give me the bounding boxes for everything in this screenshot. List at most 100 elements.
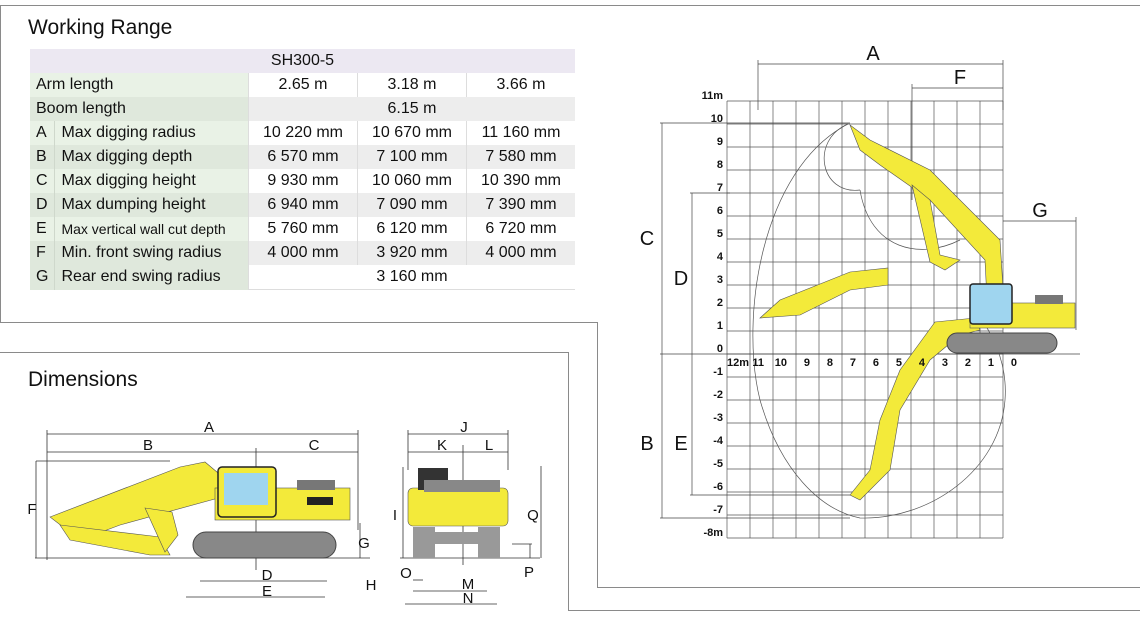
model-name: SH300-5: [30, 49, 575, 73]
cell: 3 160 mm: [248, 265, 575, 290]
range-label-C: C: [640, 228, 654, 250]
x-tick-label: 10: [775, 357, 787, 369]
row-label: Max dumping height: [54, 193, 249, 217]
x-tick-label: 12m: [727, 357, 749, 369]
rear-cab: [418, 468, 448, 490]
row-letter: G: [30, 265, 56, 290]
rear-undercarriage: [432, 532, 480, 544]
dim-label-D: D: [262, 567, 273, 584]
bucket: [144, 507, 179, 553]
arm-mid: [911, 184, 961, 271]
dim-label-K: K: [437, 437, 447, 454]
x-tick-label: 9: [804, 357, 810, 369]
range-label-A: A: [866, 43, 880, 65]
cell: 11 160 mm: [466, 121, 575, 145]
rear-counterweight: [407, 487, 509, 527]
x-tick-label: 7: [850, 357, 856, 369]
rear-engine: [424, 480, 500, 492]
machine-engine: [1035, 295, 1063, 304]
dimensions-title: Dimensions: [28, 368, 138, 391]
dim-label-I: I: [393, 507, 397, 524]
dim-label-O: O: [400, 565, 412, 582]
x-tick-label: 8: [827, 357, 833, 369]
frame-line: [568, 352, 569, 610]
cell: 6 120 mm: [357, 217, 467, 241]
frame-line: [0, 322, 598, 323]
row-label: Min. front swing radius: [54, 241, 249, 265]
row-letter: F: [30, 241, 56, 265]
cell: 10 390 mm: [466, 169, 575, 193]
y-tick-label: 0: [717, 343, 723, 355]
cell: 2.65 m: [248, 73, 358, 97]
frame-line: [568, 610, 1140, 611]
cell: 4 000 mm: [248, 241, 358, 265]
frame-line: [0, 5, 1, 322]
row-label: Arm length: [30, 73, 249, 97]
y-tick-label: 9: [717, 136, 723, 148]
dim-label-P: P: [524, 564, 534, 581]
x-tick-label: 4: [919, 357, 926, 369]
dim-label-N: N: [463, 590, 474, 607]
dim-label-H: H: [366, 577, 377, 594]
y-tick-label: -3: [713, 412, 723, 424]
y-tick-label: -4: [713, 435, 724, 447]
row-letter: D: [30, 193, 56, 217]
cell: 10 670 mm: [357, 121, 467, 145]
cell: 7 090 mm: [357, 193, 467, 217]
engine-cover: [297, 480, 335, 490]
cell: 3.66 m: [466, 73, 575, 97]
y-tick-label: 4: [717, 251, 724, 263]
cell: 9 930 mm: [248, 169, 358, 193]
row-label: Max digging depth: [54, 145, 249, 169]
y-tick-label: 7: [717, 182, 723, 194]
machine-track: [946, 332, 1058, 354]
x-tick-label: 1: [988, 357, 994, 369]
cell: 4 000 mm: [466, 241, 575, 265]
dim-label-A: A: [204, 419, 214, 436]
table-header-row: SH300-5: [30, 49, 575, 73]
cab-window: [224, 473, 268, 505]
working-range-table: SH300-5 Arm length 2.65 m 3.18 m 3.66 m …: [30, 49, 575, 290]
grille: [307, 497, 333, 505]
range-label-E: E: [674, 433, 687, 455]
machine-cab: [969, 283, 1013, 325]
dim-label-M: M: [462, 576, 475, 593]
dim-label-F: F: [27, 501, 36, 518]
y-tick-label: -5: [713, 458, 723, 470]
y-tick-label: -7: [713, 504, 723, 516]
boom-raised: [849, 124, 1006, 321]
row-label: Boom length: [30, 97, 249, 121]
rear-track-left: [413, 527, 435, 558]
table-row-arm-length: Arm length 2.65 m 3.18 m 3.66 m: [30, 73, 575, 97]
boom: [49, 461, 231, 541]
table-row-G: G Rear end swing radius 3 160 mm: [30, 265, 575, 290]
cell: 6 720 mm: [466, 217, 575, 241]
y-tick-label: -8m: [703, 527, 723, 539]
dim-label-C: C: [309, 437, 320, 454]
y-tick-label: 3: [717, 274, 723, 286]
frame-line: [597, 322, 598, 587]
y-tick-label: 10: [711, 113, 723, 125]
cell: 7 390 mm: [466, 193, 575, 217]
row-letter: E: [30, 217, 56, 241]
cell: 7 100 mm: [357, 145, 467, 169]
dim-label-Q: Q: [527, 507, 539, 524]
y-tick-label: 2: [717, 297, 723, 309]
x-tick-label: 5: [896, 357, 902, 369]
arm: [59, 524, 171, 556]
cell: 10 220 mm: [248, 121, 358, 145]
y-tick-label: -1: [713, 366, 723, 378]
range-label-B: B: [640, 433, 653, 455]
frame-line: [0, 5, 1140, 6]
y-tick-label: 8: [717, 159, 723, 171]
rear-track-right: [478, 527, 500, 558]
cell: 6 940 mm: [248, 193, 358, 217]
y-tick-label: 11m: [702, 90, 724, 102]
y-tick-label: 1: [717, 320, 723, 332]
cell: 5 760 mm: [248, 217, 358, 241]
working-range-title: Working Range: [28, 16, 173, 39]
